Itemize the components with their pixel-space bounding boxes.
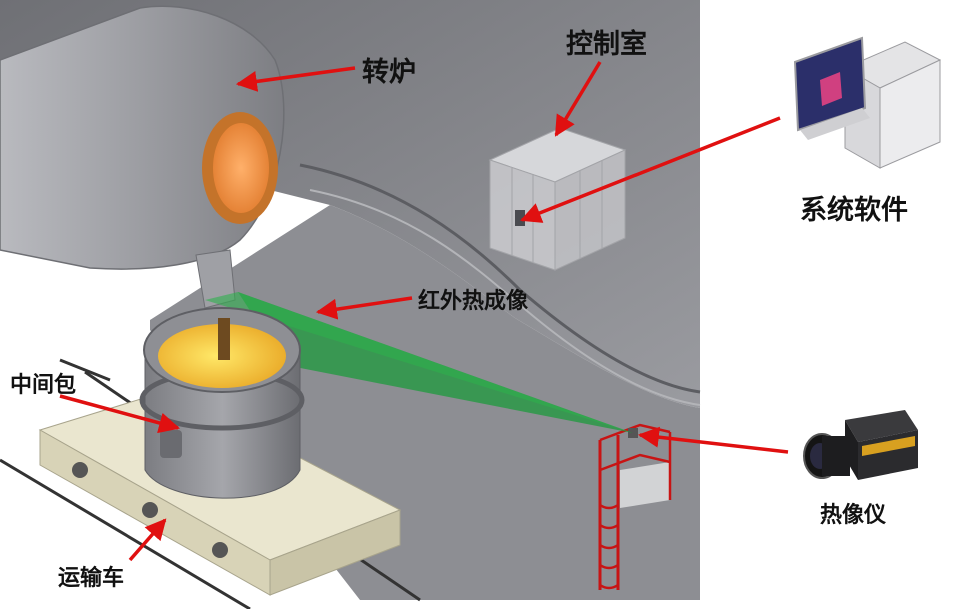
label-system-software: 系统软件	[800, 195, 908, 226]
label-converter: 转炉	[362, 57, 416, 88]
wall-ridge-2	[309, 189, 701, 406]
wall-ridge	[299, 163, 701, 394]
label-thermal-camera: 热像仪	[820, 503, 887, 528]
tundish	[139, 307, 305, 499]
arrow-system-software	[520, 116, 781, 223]
arrow-infrared	[315, 296, 413, 320]
arrow-transport-car	[128, 518, 167, 562]
label-infrared-imaging: 红外热成像	[418, 289, 529, 314]
arrow-control-room	[554, 61, 602, 137]
thermal-camera-device	[803, 410, 918, 480]
arrow-tundish	[59, 394, 181, 434]
camera-stand	[598, 423, 672, 590]
label-transport-car: 运输车	[58, 566, 125, 591]
arrow-converter	[235, 66, 356, 92]
rail-left	[0, 358, 251, 609]
arrow-thermal-camera	[637, 426, 789, 454]
infrared-beam-upper	[205, 292, 633, 433]
label-tundish: 中间包	[10, 373, 77, 398]
converter-mouth	[213, 123, 269, 213]
label-control-room: 控制室	[566, 29, 647, 60]
computer-workstation	[793, 36, 942, 169]
